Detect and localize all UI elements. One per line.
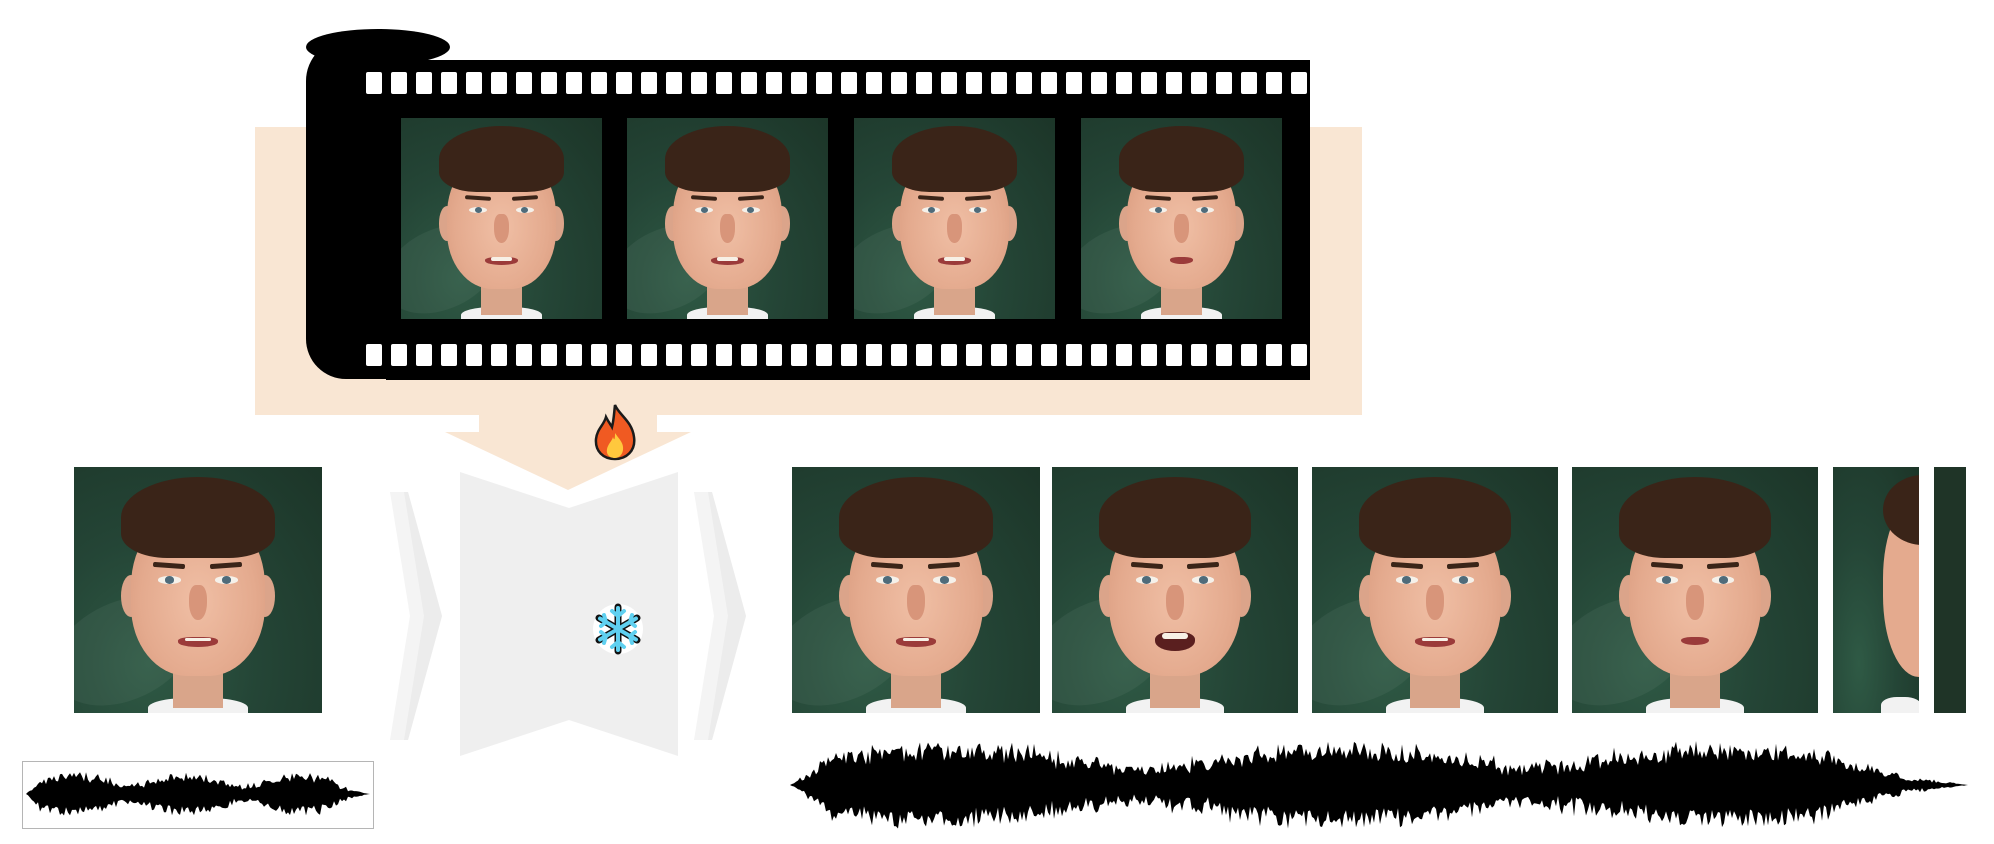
reference-image (74, 467, 322, 713)
film-sprockets-bottom (366, 344, 1316, 366)
model-block (460, 472, 678, 756)
training-frame-2 (627, 118, 828, 319)
generated-frame-6-partial (1934, 467, 1966, 713)
snowflake-icon (591, 602, 645, 656)
input-audio-waveform (26, 772, 370, 816)
training-frame-4 (1081, 118, 1282, 319)
input-arrow (390, 492, 442, 740)
film-sprockets-top (366, 72, 1316, 94)
waveform-shape (26, 772, 370, 816)
training-frame-1 (401, 118, 602, 319)
output-audio-waveform (790, 741, 1968, 829)
generated-frame-5-partial (1833, 467, 1919, 713)
output-arrow (694, 492, 746, 740)
waveform-shape (790, 741, 1968, 829)
fire-icon (592, 403, 638, 461)
generated-frame-4 (1572, 467, 1818, 713)
generated-frame-3 (1312, 467, 1558, 713)
training-frame-3 (854, 118, 1055, 319)
generated-frame-2 (1052, 467, 1298, 713)
generated-frame-1 (792, 467, 1040, 713)
